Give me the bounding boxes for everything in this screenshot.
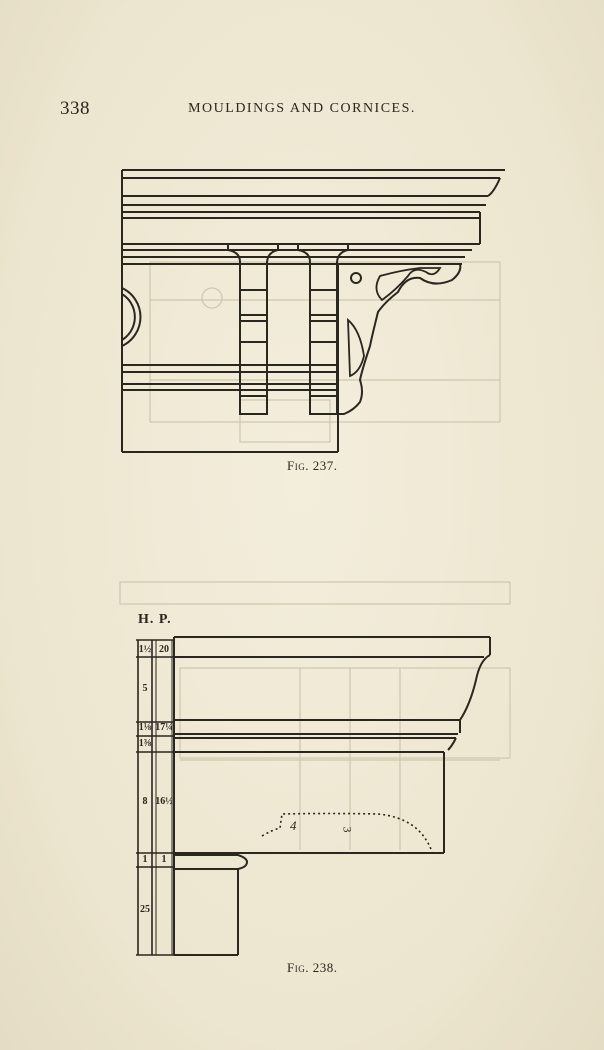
bleed-through-237 bbox=[149, 261, 501, 443]
figure-237-caption: Fig. 237. bbox=[287, 458, 338, 473]
running-head: MOULDINGS AND CORNICES. bbox=[188, 101, 416, 116]
cornice-section-238 bbox=[173, 636, 491, 956]
dimension-label: 17¼ bbox=[155, 722, 173, 733]
bleed-through-238 bbox=[119, 581, 511, 850]
dimension-label: 20 bbox=[159, 644, 169, 655]
scale-label: H. P. bbox=[138, 612, 172, 627]
dimension-label: 1⅛ bbox=[138, 722, 152, 733]
dimension-label: 8 bbox=[142, 796, 148, 807]
figure-237-drawing bbox=[121, 169, 505, 453]
profile-annotation: 3 bbox=[340, 826, 355, 833]
page-number: 338 bbox=[60, 98, 90, 119]
dimension-label: 1 bbox=[142, 854, 148, 865]
dimension-label: 1½ bbox=[138, 644, 152, 655]
figure-238-drawing bbox=[119, 581, 511, 956]
dimension-label: 25 bbox=[140, 904, 150, 915]
dotted-profile-238 bbox=[261, 812, 433, 853]
dimension-label: 5 bbox=[142, 683, 148, 694]
figure-238-caption: Fig. 238. bbox=[287, 960, 338, 975]
dimension-label: 1 bbox=[161, 854, 167, 865]
cornice-237 bbox=[121, 169, 505, 453]
scale-bar-238 bbox=[136, 639, 174, 956]
dimension-label: 1⅜ bbox=[138, 738, 152, 749]
profile-annotation: 4 bbox=[290, 818, 297, 833]
dimension-label: 16½ bbox=[155, 796, 173, 807]
